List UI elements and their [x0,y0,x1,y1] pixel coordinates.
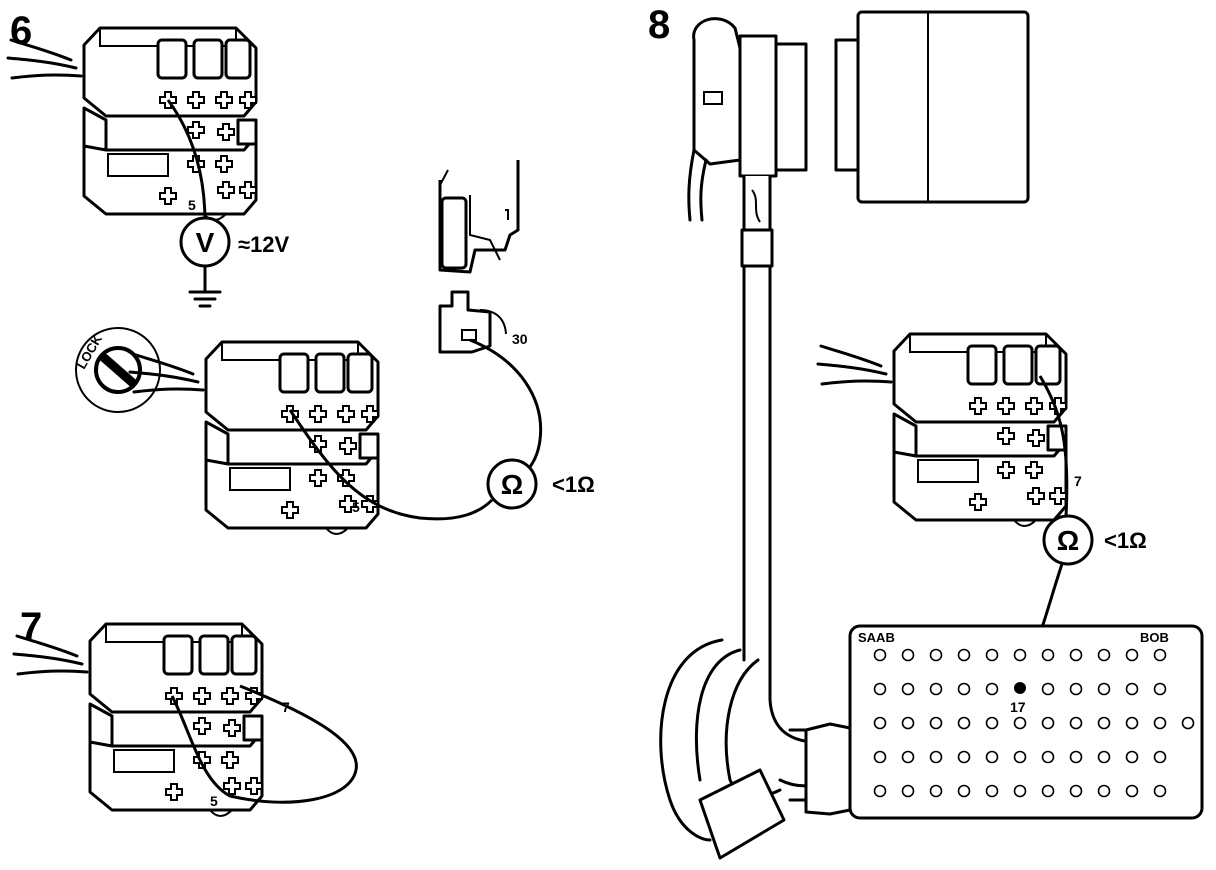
relay-terminal [438,290,507,354]
breakout-pin-hole [985,784,999,798]
breakout-box-pin-17 [1014,682,1026,694]
breakout-box [848,624,1204,820]
breakout-pin-hole [873,648,887,662]
breakout-pin-hole [1125,784,1139,798]
breakout-pin-hole [1097,784,1111,798]
breakout-pin-hole [957,750,971,764]
breakout-pin-hole [873,682,887,696]
step-number-8: 8 [648,3,670,47]
step-8-panel: 8 [648,3,1204,860]
breakout-pin-hole [873,750,887,764]
step-8-probe-wire-a [1038,375,1069,517]
resistance-reading: <1Ω [552,472,595,497]
breakout-pin-hole [929,648,943,662]
breakout-pin-hole [985,648,999,662]
jumper-wire [170,684,358,804]
connector-step-8-pin-label: 7 [1074,473,1082,489]
breakout-pin-hole [1069,682,1083,696]
breakout-pin-hole [1125,750,1139,764]
breakout-pin-hole [1153,750,1167,764]
step-8-ohmmeter-icon [1042,514,1094,566]
breakout-pin-hole [873,716,887,730]
voltmeter-symbol: V [196,227,215,258]
relay-pin-label: 30 [512,331,528,347]
breakout-pin-hole [1153,784,1167,798]
breakout-box-pins [873,648,1195,798]
breakout-pin-hole [1125,682,1139,696]
step-7-panel: 7 7 5 [14,605,358,816]
breakout-pin-hole [901,716,915,730]
voltage-reading: ≈12V [238,232,290,257]
breakout-pin-hole [1041,682,1055,696]
connector-bottom-pin-label: 5 [352,499,360,515]
step-6-panel: 6 5 V ≈12V LOCK [8,9,595,534]
breakout-pin-hole [873,784,887,798]
step-8-resistance-reading: <1Ω [1104,528,1147,553]
control-unit-plug [687,17,808,222]
breakout-pin-hole [1069,784,1083,798]
breakout-pin-hole [1069,648,1083,662]
breakout-pin-hole [957,682,971,696]
breakout-pin-hole [1153,682,1167,696]
breakout-box-name: BOB [1140,630,1169,645]
voltmeter-probe-wire [166,99,207,223]
connector-step-7 [14,624,262,816]
ohmmeter-symbol: Ω [501,469,523,500]
pin-label-7: 7 [282,699,290,715]
connector-step-8 [818,334,1066,526]
breakout-pin-hole [985,750,999,764]
breakout-pin-hole [901,750,915,764]
breakout-pin-hole [985,716,999,730]
breakout-pin-hole [1097,750,1111,764]
step-8-ohmmeter-symbol: Ω [1057,525,1079,556]
breakout-pin-hole [1125,648,1139,662]
breakout-pin-hole [1097,648,1111,662]
breakout-pin-hole [901,648,915,662]
breakout-pin-hole [1181,716,1195,730]
breakout-pin-hole [1097,682,1111,696]
breakout-pin-hole [1069,750,1083,764]
breakout-pin-hole [901,682,915,696]
breakout-pin-hole [957,648,971,662]
breakout-pin-hole [1013,750,1027,764]
ground-icon [188,290,222,308]
control-unit [834,10,1030,204]
breakout-pin-hole [929,682,943,696]
ohmmeter-icon [486,458,538,510]
adapter-cable [659,176,852,860]
ohmmeter-probe-wire-a [288,409,494,521]
breakout-pin-hole [1125,716,1139,730]
connector-top-pin-label: 5 [188,197,196,213]
connector-bottom [130,342,378,534]
breakout-pin-hole [1041,784,1055,798]
breakout-pin-hole [1097,716,1111,730]
ohmmeter-probe-wire-b [469,338,543,471]
connector-top [8,28,256,220]
pin-label-5: 5 [210,793,218,809]
breakout-pin-hole [1041,750,1055,764]
breakout-pin-hole [1013,716,1027,730]
breakout-box-brand: SAAB [858,630,895,645]
breakout-pin-hole [929,750,943,764]
breakout-pin-hole [957,784,971,798]
breakout-pin-hole [1153,716,1167,730]
breakout-pin-hole [1069,716,1083,730]
breakout-pin-hole [985,682,999,696]
breakout-box-pin-label: 17 [1010,699,1026,715]
breakout-pin-hole [1041,716,1055,730]
breakout-pin-hole [1013,648,1027,662]
breakout-pin-hole [1153,648,1167,662]
relay-socket [438,160,520,274]
breakout-pin-hole [1013,784,1027,798]
breakout-pin-hole [901,784,915,798]
breakout-pin-hole [929,784,943,798]
breakout-pin-hole [1041,648,1055,662]
breakout-pin-hole [957,716,971,730]
breakout-pin-hole [929,716,943,730]
